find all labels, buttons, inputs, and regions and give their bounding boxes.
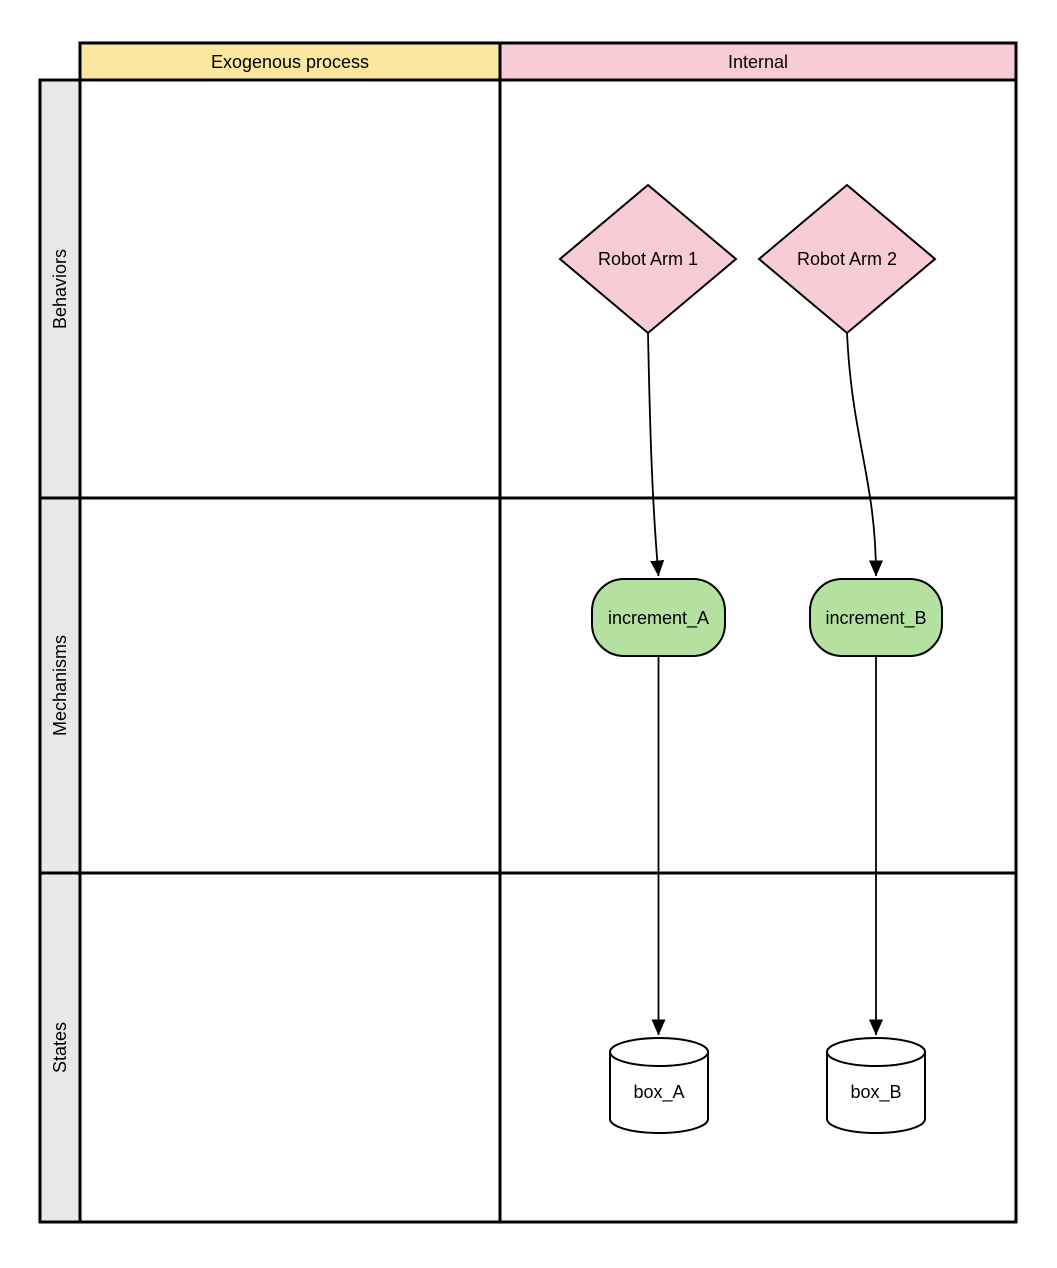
node-increment-a[interactable] — [591, 578, 726, 657]
node-robot-arm-2-label: Robot Arm 2 — [797, 249, 897, 269]
edge-robot-arm-2-to-increment-b — [846, 332, 883, 577]
column-header-internal — [498, 41, 1018, 82]
column-header-exogenous — [78, 41, 502, 82]
swimlane-grid — [78, 78, 1018, 1224]
node-robot-arm-2[interactable] — [757, 183, 937, 335]
cell-behaviors-exogenous — [78, 78, 502, 500]
node-robot-arm-1-label: Robot Arm 1 — [598, 249, 698, 269]
behavior-nodes: Robot Arm 1 Robot Arm 2 — [558, 183, 937, 335]
node-box-b-body — [826, 1052, 926, 1134]
column-headers: Exogenous process Internal — [78, 41, 1018, 82]
row-headers: Behaviors Mechanisms States — [38, 78, 82, 1224]
cell-mechanisms-internal — [498, 496, 1018, 875]
row-header-behaviors-label: Behaviors — [50, 249, 70, 329]
node-box-b-label: box_B — [850, 1082, 901, 1103]
node-increment-b-label: increment_B — [825, 608, 926, 629]
row-header-states — [38, 871, 82, 1224]
node-increment-b[interactable] — [809, 578, 943, 657]
cell-mechanisms-exogenous — [78, 496, 502, 875]
node-box-b[interactable]: box_B — [826, 1037, 926, 1134]
mechanism-nodes: increment_A increment_B — [591, 578, 943, 657]
column-header-internal-label: Internal — [728, 52, 788, 72]
column-header-exogenous-label: Exogenous process — [211, 52, 369, 72]
node-box-b-top — [826, 1037, 926, 1067]
row-header-mechanisms-label: Mechanisms — [50, 635, 70, 736]
node-robot-arm-1[interactable] — [558, 183, 738, 335]
node-box-a-body — [609, 1052, 709, 1134]
state-nodes: box_A box_B — [609, 1037, 926, 1134]
node-box-a-top — [609, 1037, 709, 1067]
node-box-a[interactable]: box_A — [609, 1037, 709, 1134]
cell-states-exogenous — [78, 871, 502, 1224]
node-increment-a-label: increment_A — [608, 608, 709, 629]
cell-behaviors-internal — [498, 78, 1018, 500]
row-header-mechanisms — [38, 496, 82, 875]
edge-robot-arm-1-to-increment-a — [647, 332, 665, 577]
row-header-states-label: States — [50, 1022, 70, 1073]
cell-states-internal — [498, 871, 1018, 1224]
node-box-a-label: box_A — [633, 1082, 684, 1103]
diagram-edges — [647, 332, 883, 1036]
